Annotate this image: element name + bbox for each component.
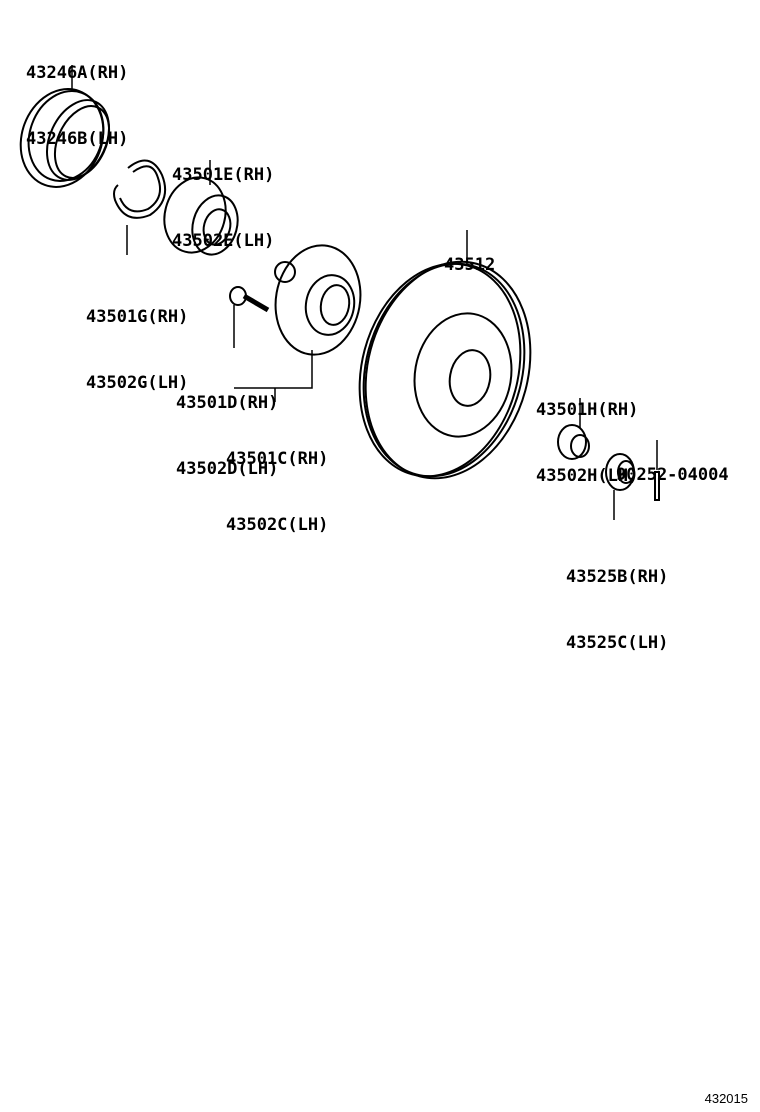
label-bearing[interactable]: 43501E(RH) 43502E(LH) xyxy=(172,120,274,274)
part-number-lh: 43502D(LH) xyxy=(176,459,279,479)
label-axle-hub[interactable]: 43501C(RH) 43502C(LH) xyxy=(226,404,328,558)
part-number-lh: 43502C(LH) xyxy=(226,515,329,535)
label-snap-ring[interactable]: 43501G(RH) 43502G(LH) xyxy=(86,262,188,416)
hub-nut-drawing[interactable] xyxy=(557,398,590,460)
part-number-lh: 43525C(LH) xyxy=(566,633,669,653)
part-number-lh: 43502E(LH) xyxy=(172,231,275,251)
part-number-lh: 43502H(LH) xyxy=(536,466,639,486)
part-number-lh: 43502G(LH) xyxy=(86,373,189,393)
nut-lock-cap-drawing[interactable] xyxy=(605,453,635,520)
oil-seal-drawing[interactable] xyxy=(7,65,121,199)
disc-rotor-drawing[interactable] xyxy=(337,230,554,497)
bearing-drawing[interactable] xyxy=(156,160,244,260)
label-hub-bolt[interactable]: 43501D(RH) 43502D(LH) xyxy=(176,348,278,502)
label-nut-lock-cap[interactable]: 43525B(RH) 43525C(LH) xyxy=(566,522,668,676)
part-number: 43512 xyxy=(444,255,496,275)
part-number-lh: 43246B(LH) xyxy=(26,129,129,149)
hub-bolt-drawing[interactable] xyxy=(229,286,270,348)
part-number-rh: 43501G(RH) xyxy=(86,307,189,327)
part-number-rh: 43525B(RH) xyxy=(566,567,669,587)
part-number-rh: 43501E(RH) xyxy=(172,165,275,185)
part-number-rh: 43501C(RH) xyxy=(226,449,329,469)
snap-ring-drawing[interactable] xyxy=(113,159,166,255)
part-number-rh: 43501H(RH) xyxy=(536,400,639,420)
part-number-rh: 43246A(RH) xyxy=(26,63,129,83)
label-hub-nut[interactable]: 43501H(RH) 43502H(LH) xyxy=(536,355,638,509)
label-oil-seal[interactable]: 43246A(RH) 43246B(LH) xyxy=(26,18,128,172)
part-number: 90252-04004 xyxy=(616,465,729,485)
label-disc-rotor[interactable]: 43512 xyxy=(444,210,495,298)
label-cotter-pin[interactable]: 90252-04004 xyxy=(616,420,729,508)
axle-hub-drawing[interactable] xyxy=(234,239,369,402)
cotter-pin-drawing[interactable] xyxy=(654,440,660,501)
figure-id: 432015 xyxy=(704,1091,748,1106)
part-number-rh: 43501D(RH) xyxy=(176,393,279,413)
